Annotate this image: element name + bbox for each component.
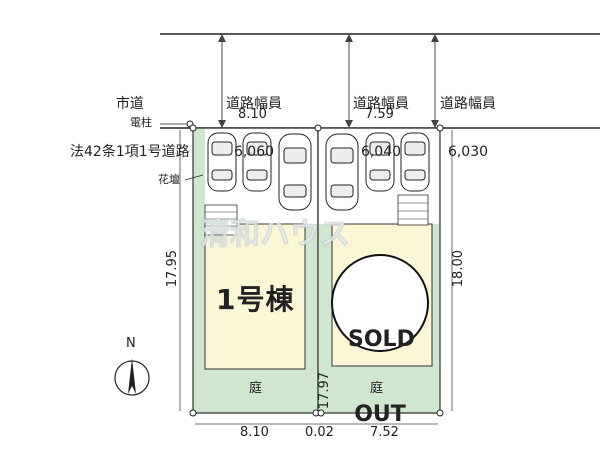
car-icon — [400, 132, 430, 192]
road-width-label-2: 道路幅員 6,040 — [353, 96, 409, 161]
lot-1-building — [204, 223, 306, 370]
arrow-down-icon — [345, 120, 353, 128]
north-arrow-icon — [114, 358, 150, 396]
watermark-logo: 清和ハウス — [200, 217, 350, 252]
dim-bottom-right: 7.52 — [370, 425, 399, 440]
boundary-marker — [314, 124, 322, 132]
road-name-line2: 法42条1項1号道路 — [70, 144, 190, 161]
compass-north-label: N — [126, 336, 136, 351]
arrow-up-icon — [345, 34, 353, 42]
flower-bed-leader — [184, 174, 204, 181]
boundary-marker — [317, 409, 325, 417]
road-width-label-3: 道路幅員 6,030 — [440, 96, 496, 161]
road-name-line1: 市道 — [115, 96, 144, 113]
garden-label-left: 庭 — [249, 381, 263, 396]
arrow-down-icon — [431, 120, 439, 128]
boundary-marker — [189, 124, 197, 132]
dim-top-left: 8.10 — [238, 107, 267, 122]
flower-bed-label: 花壇 — [158, 173, 180, 186]
dim-top-right: 7.59 — [365, 107, 394, 122]
car-icon — [365, 132, 395, 192]
utility-pole-label: 電柱 — [130, 116, 152, 129]
garden-label-right: 庭 — [370, 381, 384, 396]
dim-bottom-gap: 0.02 — [305, 425, 334, 440]
boundary-marker — [436, 409, 444, 417]
boundary-marker — [189, 409, 197, 417]
car-icon — [278, 133, 312, 211]
sold-out-text: SOLD OUT — [348, 326, 415, 428]
road-name-label: 市道 法42条1項1号道路 — [70, 64, 190, 177]
dim-left-side: 17.95 — [165, 250, 180, 288]
road-width-label-1: 道路幅員 6,060 — [226, 96, 282, 161]
arrow-up-icon — [218, 34, 226, 42]
boundary-marker — [436, 124, 444, 132]
arrow-up-icon — [431, 34, 439, 42]
car-icon — [207, 132, 237, 192]
sold-out-badge — [331, 254, 429, 352]
car-icon — [325, 133, 359, 211]
car-icon — [242, 132, 272, 192]
dim-bottom-left: 8.10 — [240, 425, 269, 440]
lot-1-label: 1号棟 — [216, 283, 295, 316]
dim-middle-side: 17.97 — [317, 372, 332, 410]
dim-right-side: 18.00 — [451, 250, 466, 288]
arrow-down-icon — [218, 120, 226, 128]
lot-1-entry-steps — [204, 204, 238, 236]
lot-2-entry-steps — [397, 194, 429, 226]
